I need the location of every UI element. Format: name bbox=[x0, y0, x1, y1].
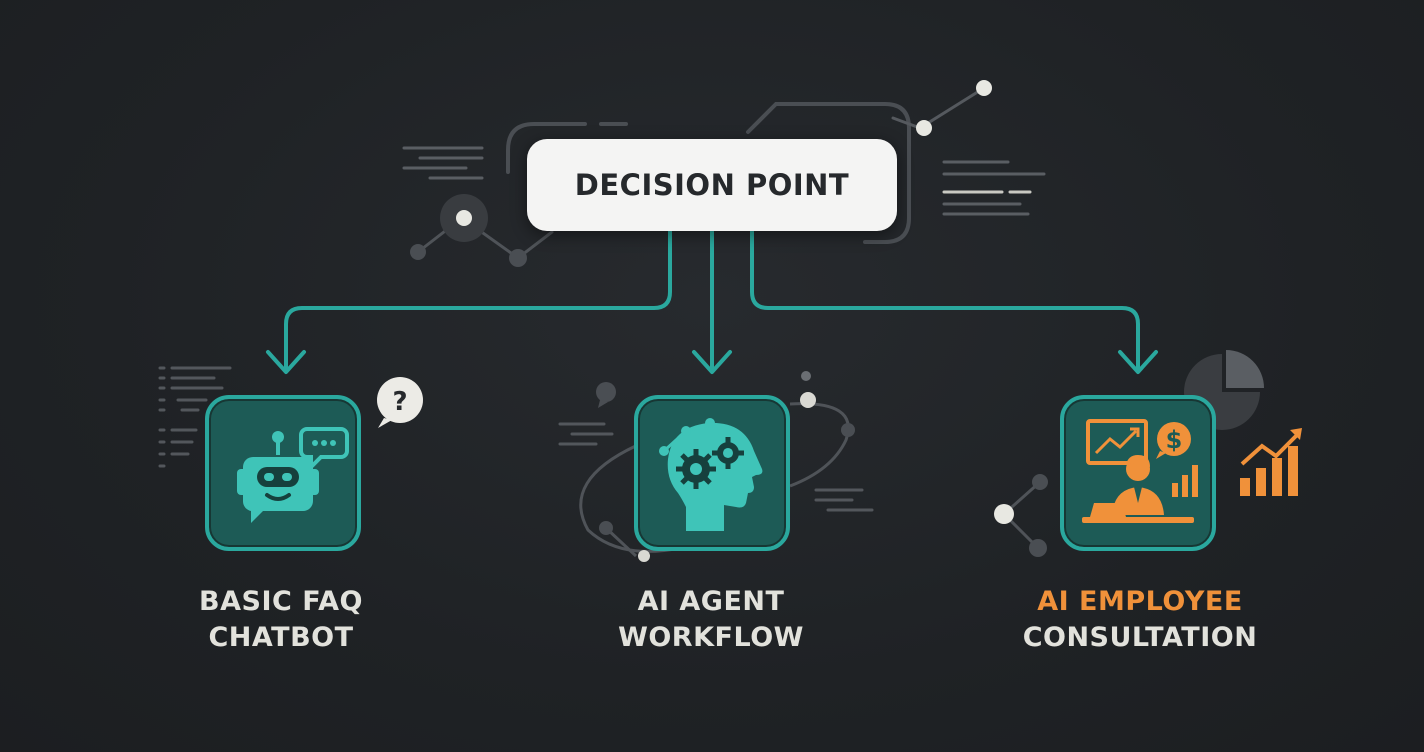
teal-connector-lines bbox=[266, 228, 1158, 374]
decorative-nodes bbox=[410, 80, 992, 267]
rising-bar-chart-icon bbox=[1240, 428, 1302, 496]
option-label-consultation: AI EMPLOYEE CONSULTATION bbox=[1022, 586, 1258, 653]
decorative-circuit-lines bbox=[416, 86, 986, 260]
decorative-orbit-nodes bbox=[596, 371, 855, 562]
decorative-dashes-chatbot bbox=[158, 366, 232, 468]
chatbot-robot-icon bbox=[237, 427, 349, 523]
option-label-agent: AI AGENT WORKFLOW bbox=[618, 586, 804, 653]
dollar-badge: $ bbox=[1166, 426, 1183, 454]
decorative-nodes-consultation bbox=[994, 474, 1048, 557]
option-label-chatbot: BASIC FAQ CHATBOT bbox=[199, 586, 363, 653]
brain-gears-icon bbox=[659, 418, 763, 531]
consultant-laptop-icon: $ bbox=[1082, 419, 1198, 523]
chatbot-tile bbox=[205, 395, 361, 551]
decorative-text-dashes-left bbox=[402, 146, 484, 180]
svg-text:?: ? bbox=[392, 387, 407, 417]
decorative-dashes-agent bbox=[558, 422, 874, 512]
question-bubble-icon: ? bbox=[377, 377, 423, 428]
agent-tile bbox=[634, 395, 790, 551]
decision-point-label: DECISION POINT bbox=[574, 168, 850, 202]
decision-point-box: DECISION POINT bbox=[527, 139, 897, 231]
decorative-text-dashes-right bbox=[942, 160, 1046, 216]
consultation-tile: $ bbox=[1060, 395, 1216, 551]
